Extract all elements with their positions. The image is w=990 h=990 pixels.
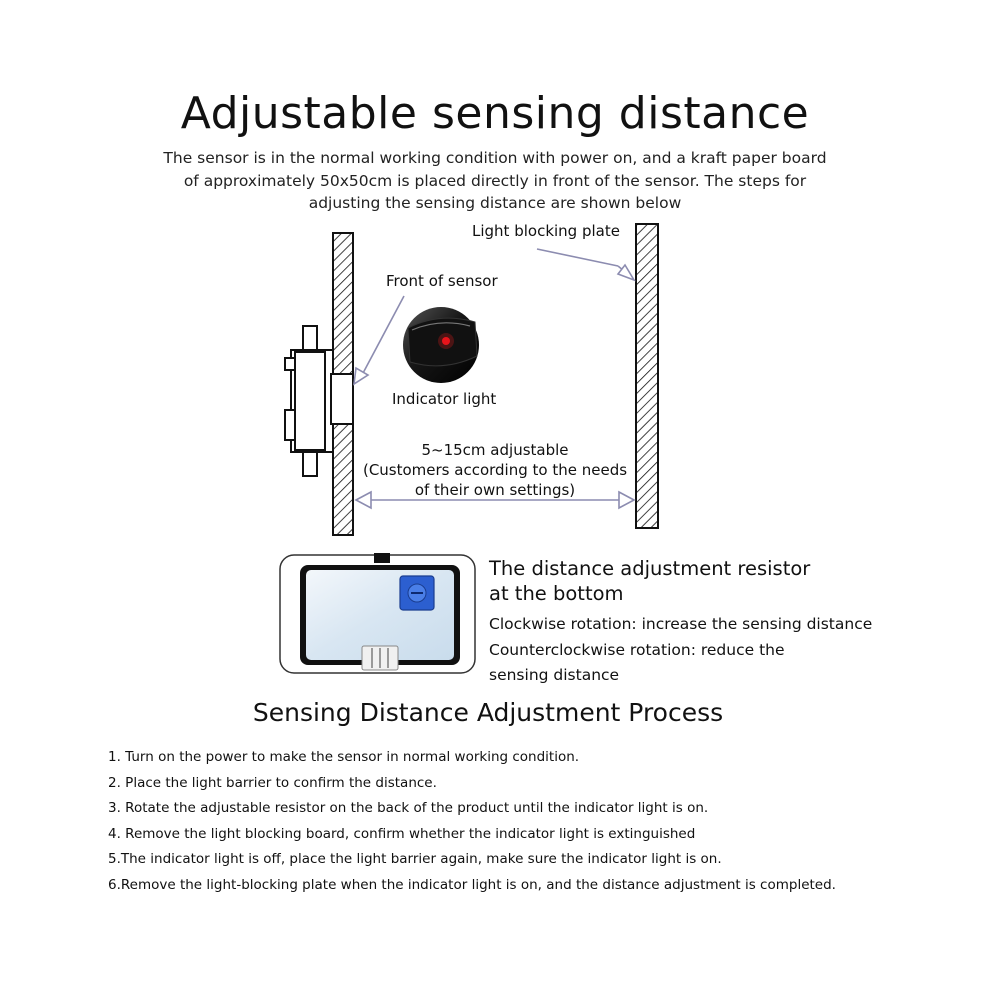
resistor-text-line: Counterclockwise rotation: reduce the	[489, 640, 785, 659]
process-step: 4. Remove the light blocking board, conf…	[108, 825, 696, 842]
resistor-text-line: Clockwise rotation: increase the sensing…	[489, 615, 873, 633]
sensor-side-view	[284, 325, 354, 477]
process-title: Sensing Distance Adjustment Process	[252, 698, 724, 727]
intro-paragraph: The sensor is in the normal working cond…	[120, 147, 870, 215]
light-blocking-plate-arrow	[536, 248, 636, 282]
resistor-heading: The distance adjustment resistor at the …	[489, 556, 810, 606]
indicator-light-dot	[442, 337, 450, 345]
sensor-bottom-photo	[279, 553, 476, 674]
process-step: 5.The indicator light is off, place the …	[108, 851, 722, 867]
distance-label: 5~15cm adjustable (Customers according t…	[350, 440, 640, 500]
process-step: 6.Remove the light-blocking plate when t…	[108, 876, 836, 893]
light-blocking-plate	[635, 223, 659, 529]
label-light-blocking-plate: Light blocking plate	[472, 222, 620, 240]
resistor-text-line: sensing distance	[489, 666, 620, 684]
intro-line: adjusting the sensing distance are shown…	[308, 194, 682, 212]
process-step: 1. Turn on the power to make the sensor …	[108, 749, 580, 765]
process-step: 3. Rotate the adjustable resistor on the…	[108, 800, 709, 816]
process-steps: 1. Turn on the power to make the sensor …	[108, 745, 836, 898]
label-front-of-sensor: Front of sensor	[386, 272, 498, 290]
resistor-heading-line: The distance adjustment resistor	[489, 557, 811, 580]
indicator-light-closeup	[403, 307, 479, 383]
intro-line: of approximately 50x50cm is placed direc…	[183, 171, 807, 190]
process-step: 2. Place the light barrier to confirm th…	[108, 774, 437, 791]
front-of-sensor-arrow	[352, 295, 405, 386]
distance-line: 5~15cm adjustable	[421, 441, 569, 459]
resistor-description: Clockwise rotation: increase the sensing…	[489, 612, 872, 689]
label-indicator-light: Indicator light	[392, 390, 497, 408]
page-title: Adjustable sensing distance	[180, 88, 810, 139]
intro-line: The sensor is in the normal working cond…	[163, 149, 827, 167]
resistor-heading-line: at the bottom	[489, 582, 624, 605]
distance-line: (Customers according to the needs	[362, 461, 628, 479]
distance-line: of their own settings)	[414, 481, 576, 499]
distance-arrow	[354, 490, 636, 510]
